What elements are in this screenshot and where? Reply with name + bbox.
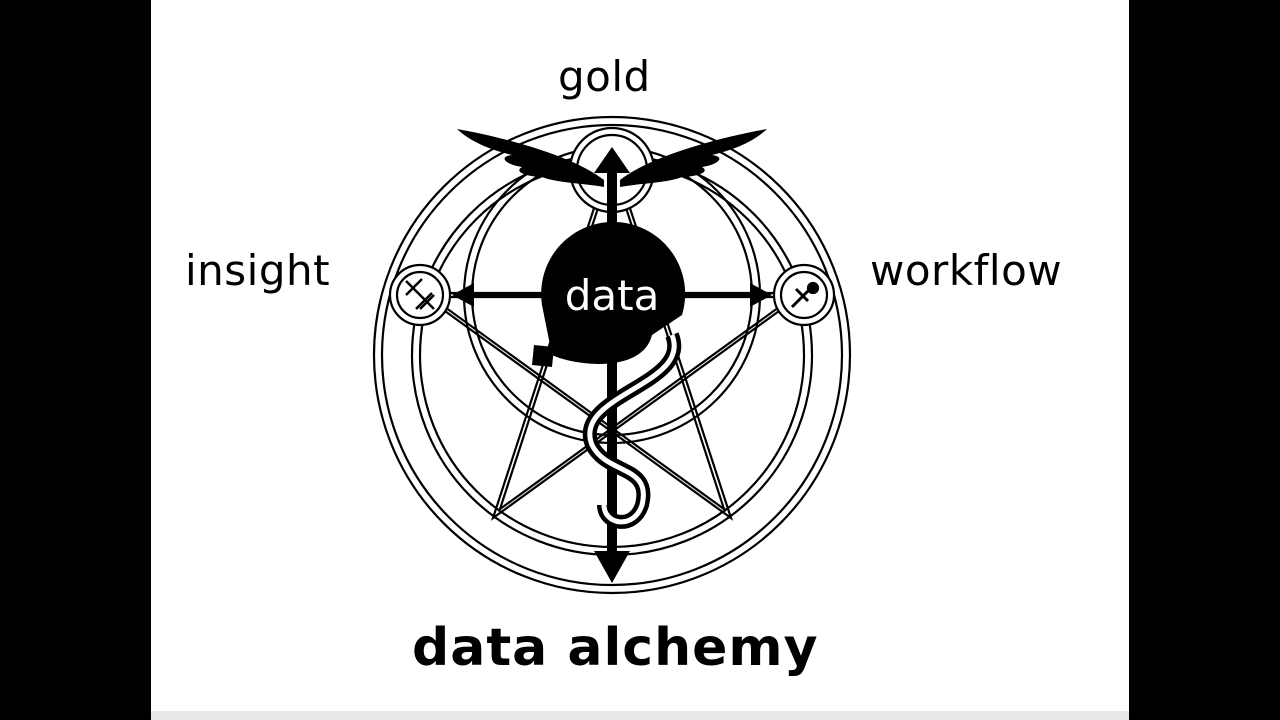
diagram-title: data alchemy [412, 618, 819, 678]
trident-icon [388, 263, 452, 327]
center-label: data [565, 271, 660, 320]
serpent-icon [532, 221, 686, 529]
alchemy-circle-diagram: data [372, 115, 852, 595]
caduceus-staff-icon [594, 147, 630, 583]
top-label: gold [558, 52, 651, 101]
slide-bottom-strip [151, 711, 1129, 720]
right-label: workflow [870, 246, 1063, 295]
outer-ring [372, 115, 852, 595]
left-label: insight [185, 246, 331, 295]
hammer-cross-icon [772, 263, 836, 327]
wings-icon [457, 129, 767, 187]
outer-ring-inner [380, 123, 844, 587]
